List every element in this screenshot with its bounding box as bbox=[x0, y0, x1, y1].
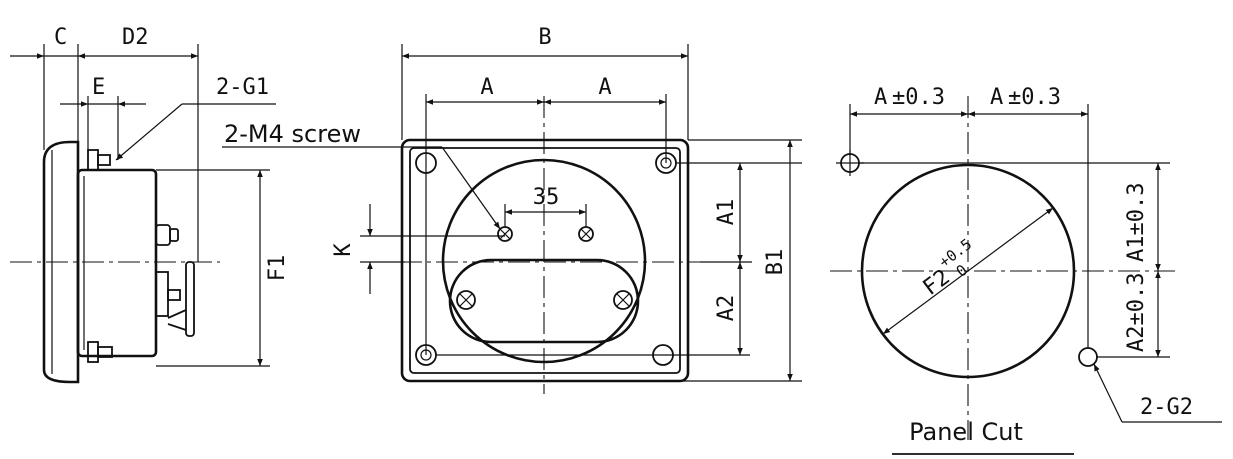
panel-cut-caption: Panel Cut bbox=[909, 418, 1023, 446]
cut-dim-a1-label: A1 bbox=[1124, 236, 1149, 263]
screw-right bbox=[578, 226, 594, 242]
front-frame-outer bbox=[400, 138, 690, 383]
terminal-knob bbox=[185, 261, 195, 337]
dim-a1-label: A1 bbox=[714, 199, 739, 226]
front-dial bbox=[441, 158, 647, 364]
terminal-upper bbox=[155, 224, 171, 246]
dim-b1-label: B1 bbox=[763, 249, 788, 276]
dim-f1-label: F1 bbox=[265, 255, 290, 282]
cut-dim-a-left-label: A bbox=[874, 85, 887, 110]
f2-diameter-line bbox=[882, 207, 1054, 335]
cut-dim-a-left-tol: ±0.3 bbox=[892, 85, 945, 110]
dim-a2-label: A2 bbox=[714, 295, 739, 322]
cut-dim-g2-label: 2-G2 bbox=[1140, 395, 1193, 420]
cut-dim-a1-tol: ±0.3 bbox=[1124, 183, 1149, 236]
cut-dim-a-right-label: A bbox=[990, 85, 1003, 110]
side-view: C D2 E 2-G1 F1 bbox=[10, 25, 290, 384]
screw-window-right bbox=[613, 290, 633, 310]
dim-d2-label: D2 bbox=[122, 25, 149, 50]
cut-dim-a2-label: A2 bbox=[1124, 326, 1149, 353]
cut-dim-f2-label: F2 bbox=[919, 265, 955, 301]
cut-hole-bottom bbox=[1078, 347, 1098, 367]
cut-circle bbox=[860, 163, 1076, 379]
dim-c-label: C bbox=[54, 25, 67, 50]
panel-cut-view: A ±0.3 A ±0.3 A1±0.3 A2±0.3 F2 +0.5 0 2-… bbox=[830, 85, 1222, 455]
svg-text:A1±0.3: A1±0.3 bbox=[1124, 183, 1149, 262]
dim-b-label: B bbox=[538, 25, 551, 50]
front-window bbox=[448, 258, 640, 344]
dim-g1-label: 2-G1 bbox=[216, 75, 269, 100]
dim-a-right-label: A bbox=[598, 75, 611, 100]
front-frame-inner bbox=[409, 147, 681, 374]
side-body bbox=[76, 168, 158, 358]
cut-dim-a-right-tol: ±0.3 bbox=[1008, 85, 1061, 110]
screw-left bbox=[497, 226, 513, 242]
side-bezel bbox=[42, 140, 80, 384]
dim-35-label: 35 bbox=[533, 185, 560, 210]
cut-dim-a2-tol: ±0.3 bbox=[1124, 273, 1149, 326]
front-view: B A A 35 2-M4 screw K A1 A2 B1 bbox=[222, 25, 802, 394]
screw-note-label: 2-M4 screw bbox=[224, 120, 361, 148]
dim-a-left-label: A bbox=[480, 75, 493, 100]
svg-text:A2±0.3: A2±0.3 bbox=[1124, 273, 1149, 352]
dim-k-label: K bbox=[331, 243, 356, 257]
dim-e-label: E bbox=[92, 75, 105, 100]
stud-bottom bbox=[87, 341, 99, 363]
terminal-lower bbox=[155, 271, 169, 317]
screw-window-left bbox=[456, 290, 476, 310]
stud-top bbox=[87, 149, 99, 171]
